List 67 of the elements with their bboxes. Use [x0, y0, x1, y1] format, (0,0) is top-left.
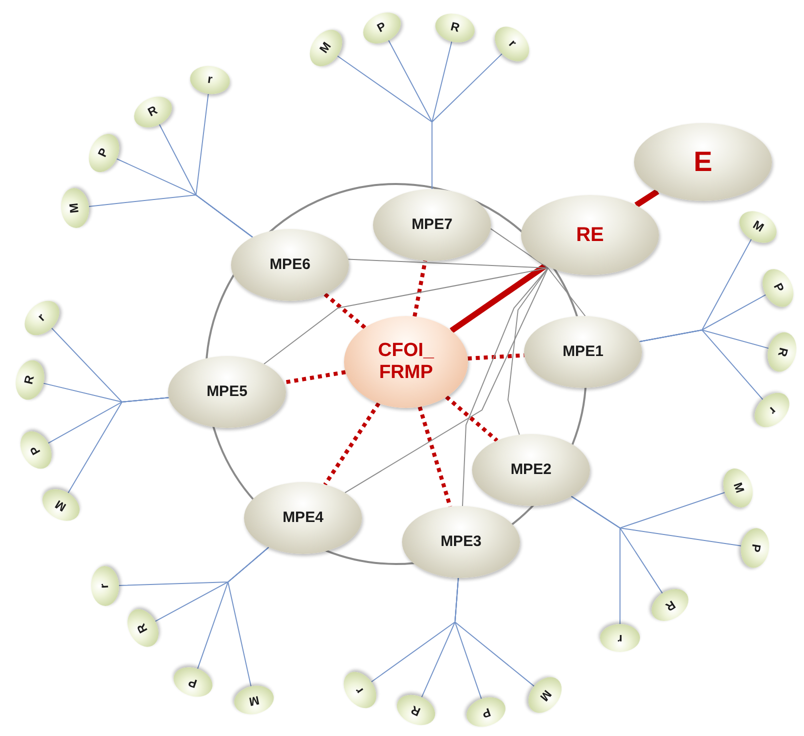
node-label: RE — [576, 224, 604, 246]
node-label: r — [618, 631, 622, 645]
connector-line — [639, 329, 764, 400]
connector-line — [548, 268, 586, 316]
connector-line — [508, 268, 548, 436]
connector-line — [418, 406, 452, 508]
node-label: E — [694, 146, 712, 178]
node-label: P — [480, 704, 492, 720]
node-label: R — [22, 374, 38, 386]
node-label: R — [134, 620, 152, 636]
connector-line — [227, 546, 270, 687]
node-label: r — [206, 72, 214, 88]
connector-line — [454, 578, 535, 687]
node-label: R — [449, 20, 461, 36]
ellipse-node — [402, 506, 520, 578]
node-label: MPE5 — [206, 383, 248, 401]
connector-line — [284, 370, 346, 384]
node-label: M — [750, 218, 766, 236]
connector-line — [490, 228, 548, 268]
node-label: M — [730, 481, 746, 495]
node-label: P — [186, 674, 200, 690]
node-label: M — [317, 40, 334, 56]
connector-line — [344, 268, 548, 494]
node-label: MPE3 — [440, 533, 482, 551]
node-label: r — [505, 38, 519, 50]
node-label: MPE4 — [282, 509, 324, 527]
ellipse-node — [344, 316, 468, 408]
node-label: M — [248, 692, 260, 708]
node-label: MPE6 — [270, 256, 310, 274]
connector-line — [634, 188, 660, 208]
node-label: CFOI_ FRMP — [377, 340, 436, 384]
node-label: MPE1 — [562, 343, 604, 361]
node-label: r — [766, 403, 778, 417]
small-ellipse-node — [90, 566, 120, 606]
connector-line — [324, 292, 366, 330]
connector-line — [323, 402, 380, 486]
node-label: P — [770, 281, 786, 295]
node-label: MPE2 — [510, 461, 552, 479]
connector-line — [264, 268, 548, 364]
connector-line — [462, 268, 548, 506]
node-label: P — [375, 20, 389, 36]
node-label: r — [36, 311, 48, 325]
connector-line — [412, 260, 428, 317]
node-label: MPE7 — [412, 216, 452, 234]
node-label: R — [774, 346, 790, 358]
small-ellipse-node — [600, 624, 640, 652]
ellipse-node — [231, 229, 349, 301]
connector-line — [68, 397, 170, 494]
connector-line — [348, 258, 548, 268]
node-label: M — [53, 496, 69, 514]
node-label: r — [98, 583, 112, 589]
node-label: P — [748, 543, 762, 553]
connector-line — [570, 496, 620, 624]
ellipse-node — [373, 189, 491, 261]
node-label: R — [662, 596, 678, 614]
node-label: r — [353, 684, 367, 696]
node-label: M — [68, 202, 82, 214]
connector-line — [432, 53, 502, 190]
connector-line — [195, 93, 254, 238]
node-label: R — [146, 104, 160, 120]
connector-line — [468, 353, 524, 360]
node-label: R — [409, 702, 423, 718]
node-label: P — [96, 146, 112, 160]
connector-line — [450, 263, 548, 334]
ellipse-node — [244, 482, 362, 554]
node-label: P — [28, 443, 44, 457]
node-label: M — [536, 686, 554, 704]
